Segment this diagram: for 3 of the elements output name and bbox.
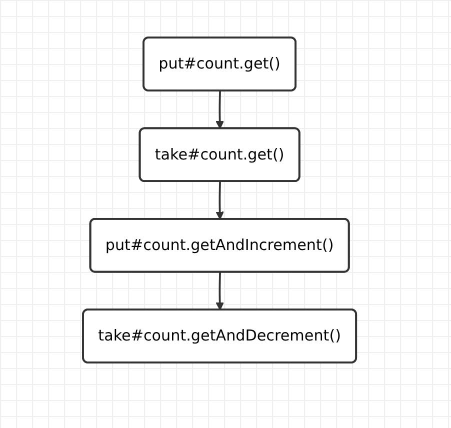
arrow [216,272,224,310]
arrow [216,182,224,220]
arrow [216,90,224,130]
